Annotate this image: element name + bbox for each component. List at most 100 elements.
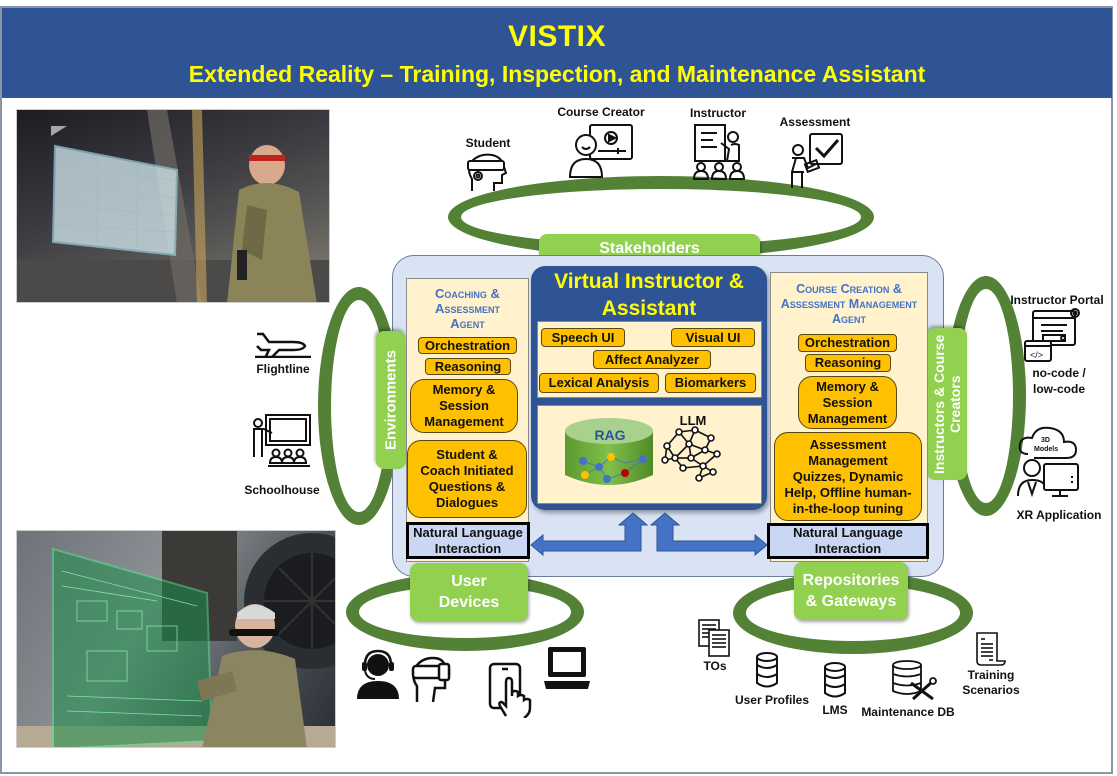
environment-label-flightline: Flightline bbox=[256, 362, 310, 376]
page-subtitle: Extended Reality – Training, Inspection,… bbox=[188, 61, 926, 87]
chip-line: Quizzes, Dynamic bbox=[792, 468, 904, 484]
technician-with-xr-glasses-photo bbox=[16, 530, 336, 748]
chip-line: Questions & bbox=[428, 479, 506, 494]
repo-label-tos: TOs bbox=[703, 659, 727, 673]
stakeholder-label-assessment: Assessment bbox=[779, 115, 851, 129]
vr-headset-icon bbox=[409, 654, 453, 704]
coaching-reasoning-chip: Reasoning bbox=[425, 358, 511, 375]
course-natural-language-interaction: Natural Language Interaction bbox=[767, 523, 929, 559]
rag-label: RAG bbox=[594, 427, 626, 443]
technician-with-xr-headband-photo bbox=[16, 109, 330, 303]
repo-label-user-profiles: User Profiles bbox=[734, 693, 810, 707]
svg-text:</>: </> bbox=[1030, 350, 1043, 360]
pill-line: & Gateways bbox=[805, 593, 897, 610]
affect-analyzer-chip: Affect Analyzer bbox=[593, 350, 711, 369]
presenter-class-icon bbox=[691, 123, 747, 181]
3d-models-cloud-icon: 3D Models bbox=[1014, 424, 1084, 500]
coaching-natural-language-interaction: Natural Language Interaction bbox=[406, 522, 530, 559]
course-memory-session-chip: Memory & Session Management bbox=[798, 376, 897, 429]
repo-label-training-scenarios: Training Scenarios bbox=[956, 668, 1026, 698]
course-agent-title-line: Course Creation & bbox=[796, 282, 902, 296]
airplane-icon bbox=[253, 330, 313, 358]
svg-text:Models: Models bbox=[1034, 446, 1058, 453]
chip-line: Student & bbox=[436, 447, 498, 462]
rag-database-icon bbox=[563, 417, 655, 493]
instructors-course-creators-text: Instructors & Course Creators bbox=[931, 334, 963, 474]
headset-user-icon bbox=[355, 649, 401, 699]
speech-ui-chip: Speech UI bbox=[541, 328, 625, 347]
course-orchestration-chip: Orchestration bbox=[798, 334, 897, 352]
chip-line: Coach Initiated bbox=[420, 463, 514, 478]
vr-headset-person-icon bbox=[464, 151, 510, 195]
tablet-touch-icon bbox=[488, 662, 532, 718]
course-agent-title: Course Creation & Assessment Management … bbox=[771, 282, 927, 327]
course-reasoning-chip: Reasoning bbox=[805, 354, 891, 372]
pill-line: Repositories bbox=[802, 572, 900, 589]
no-code-low-code-label: no-code / low-code bbox=[1024, 365, 1094, 397]
script-scroll-icon bbox=[971, 631, 1007, 667]
vi-title-line: Virtual Instructor & bbox=[554, 270, 744, 293]
xr-application-label: XR Application bbox=[1016, 508, 1102, 522]
nli-line: Natural Language bbox=[793, 525, 903, 540]
database-icon bbox=[822, 662, 848, 698]
chip-line: in-the-loop tuning bbox=[792, 500, 904, 516]
chip-line: Management bbox=[424, 414, 504, 429]
coaching-agent-title-line: Agent bbox=[450, 316, 485, 331]
nli-line: Interaction bbox=[814, 541, 882, 556]
environment-label-schoolhouse: Schoolhouse bbox=[244, 483, 320, 497]
stakeholder-label-course-creator: Course Creator bbox=[557, 105, 645, 119]
repo-label-lms: LMS bbox=[822, 703, 848, 717]
svg-text:3D: 3D bbox=[1041, 437, 1050, 444]
page-title: VISTIX bbox=[507, 20, 607, 53]
instructors-course-creators-label: Instructors & Course Creators bbox=[927, 328, 967, 480]
repo-label-maintenance-db: Maintenance DB bbox=[861, 705, 955, 719]
chip-line: Session bbox=[822, 394, 873, 410]
pill-line: User bbox=[451, 573, 487, 590]
llm-label: LLM bbox=[679, 413, 707, 428]
chip-line: Session bbox=[439, 398, 489, 413]
web-portal-icon: </> bbox=[1023, 307, 1083, 363]
chip-line: Assessment bbox=[809, 436, 887, 452]
coaching-memory-session-chip: Memory & Session Management bbox=[410, 379, 518, 433]
chip-line: Memory & bbox=[432, 382, 496, 397]
visual-ui-chip: Visual UI bbox=[671, 328, 755, 347]
chip-line: Management bbox=[808, 452, 888, 468]
stakeholder-label-student: Student bbox=[465, 136, 511, 150]
vi-title-line: Assistant bbox=[601, 297, 697, 320]
stakeholder-label-instructor: Instructor bbox=[689, 106, 746, 120]
biomarkers-chip: Biomarkers bbox=[665, 373, 756, 393]
neural-network-brain-icon bbox=[661, 426, 721, 484]
coaching-agent-title: Coaching & Assessment Agent bbox=[407, 286, 528, 331]
coaching-agent-title-line: Assessment bbox=[435, 301, 500, 316]
chip-line: Dialogues bbox=[435, 495, 499, 510]
user-devices-label: User Devices bbox=[410, 563, 528, 621]
checkmark-board-icon bbox=[786, 132, 846, 190]
assessment-management-chip: Assessment Management Quizzes, Dynamic H… bbox=[774, 432, 922, 521]
instructor-portal-label: Instructor Portal bbox=[1010, 293, 1104, 307]
chip-line: Memory & bbox=[816, 378, 879, 394]
no-code-text: no-code / low-code bbox=[1032, 366, 1086, 396]
nli-line: Natural Language bbox=[413, 524, 523, 540]
pill-line: Devices bbox=[438, 594, 500, 611]
training-scenarios-text: Training Scenarios bbox=[962, 668, 1020, 697]
header-banner: VISTIX Extended Reality – Training, Insp… bbox=[2, 8, 1112, 98]
student-coach-dialogues-chip: Student & Coach Initiated Questions & Di… bbox=[407, 440, 527, 518]
environments-label: Environments bbox=[376, 331, 406, 469]
virtual-instructor-title: Virtual Instructor & Assistant bbox=[531, 268, 767, 322]
chip-line: Management bbox=[807, 410, 888, 426]
database-icon bbox=[754, 652, 780, 688]
course-agent-title-line: Assessment Management bbox=[780, 297, 918, 311]
chip-line: Help, Offline human- bbox=[784, 484, 912, 500]
repositories-gateways-label: Repositories & Gateways bbox=[794, 562, 908, 620]
coaching-agent-title-line: Coaching & bbox=[435, 286, 500, 301]
lexical-analysis-chip: Lexical Analysis bbox=[539, 373, 659, 393]
nli-line: Interaction bbox=[434, 540, 502, 556]
bidirectional-arrows-icon bbox=[529, 511, 769, 556]
classroom-icon bbox=[250, 413, 314, 469]
video-course-creator-icon bbox=[568, 123, 634, 179]
documents-icon bbox=[697, 618, 733, 658]
coaching-orchestration-chip: Orchestration bbox=[418, 337, 517, 354]
laptop-icon bbox=[542, 645, 592, 691]
course-agent-title-line: Agent bbox=[831, 312, 867, 326]
server-tools-icon bbox=[889, 659, 937, 701]
